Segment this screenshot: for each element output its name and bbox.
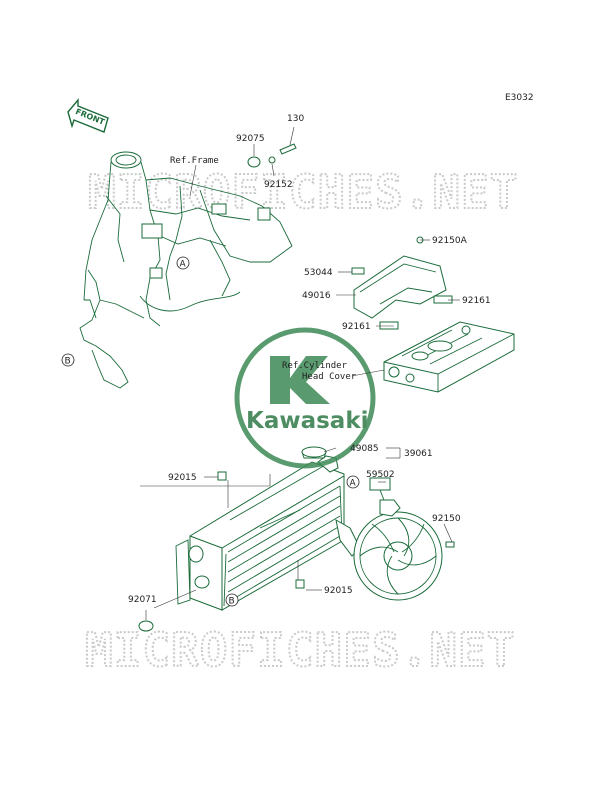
logo-k-icon bbox=[270, 356, 330, 404]
watermark-bottom: MICROFICHES.NET bbox=[85, 623, 515, 677]
svg-text:B: B bbox=[65, 357, 71, 367]
fan-drawing bbox=[353, 477, 455, 601]
part-92071: 92071 bbox=[128, 595, 157, 605]
part-53044: 53044 bbox=[304, 268, 333, 278]
part-92015-lower: 92015 bbox=[324, 586, 353, 596]
part-92161-lower: 92161 bbox=[342, 322, 371, 332]
logo-text: Kawasaki bbox=[246, 408, 369, 434]
svg-text:A: A bbox=[180, 260, 187, 270]
radiator-drawing bbox=[175, 455, 361, 611]
kawasaki-logo: Kawasaki bbox=[234, 327, 376, 469]
ref-frame-label: Ref.Frame bbox=[170, 156, 219, 166]
cylinder-head-cover-drawing bbox=[383, 321, 515, 393]
part-39061: 39061 bbox=[404, 449, 433, 459]
part-92161-upper: 92161 bbox=[462, 296, 491, 306]
part-92152: 92152 bbox=[264, 180, 293, 190]
part-92150: 92150 bbox=[432, 514, 461, 524]
part-49016: 49016 bbox=[302, 291, 331, 301]
cover-49016-drawing bbox=[351, 236, 453, 330]
part-130: 130 bbox=[287, 114, 304, 124]
hardware-drawing bbox=[138, 143, 305, 632]
part-59502: 59502 bbox=[366, 470, 395, 480]
watermark-top: MICROFICHES.NET bbox=[88, 165, 518, 219]
leader-lines bbox=[140, 126, 460, 620]
callout-b-bottom: B bbox=[225, 593, 239, 607]
callout-b-left: B bbox=[61, 353, 75, 367]
radiator-cap-drawing bbox=[301, 446, 327, 459]
part-92015-upper: 92015 bbox=[168, 473, 197, 483]
callout-a-top: A bbox=[176, 256, 190, 270]
ref-cylinder-label: Ref.Cylinder bbox=[282, 361, 348, 371]
front-arrow-icon: FRONT bbox=[67, 98, 109, 133]
svg-text:B: B bbox=[229, 597, 235, 607]
part-92150A: 92150A bbox=[432, 236, 468, 246]
callout-a-right: A bbox=[346, 475, 360, 489]
frame-drawing bbox=[79, 151, 293, 389]
svg-text:A: A bbox=[350, 479, 357, 489]
part-49085: 49085 bbox=[350, 444, 379, 454]
ref-head-cover-label: Head Cover bbox=[302, 372, 357, 382]
part-92075: 92075 bbox=[236, 134, 265, 144]
diagram-code: E3032 bbox=[505, 93, 534, 103]
